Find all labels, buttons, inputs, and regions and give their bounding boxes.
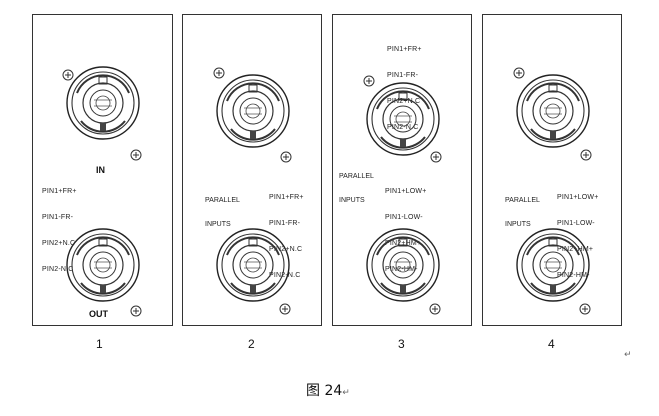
speakon-connector-bottom — [216, 228, 290, 302]
parallel-label-line: INPUTS — [505, 221, 531, 228]
pin-label: PIN1-FR- — [269, 219, 301, 227]
parallel-label-line: PARALLEL — [339, 173, 374, 180]
parallel-label-line: PARALLEL — [505, 197, 540, 204]
screw-icon — [429, 303, 441, 315]
return-mark: ↵ — [342, 388, 350, 398]
screw-icon — [130, 305, 142, 317]
parallel-inputs-label: PARALLEL INPUTS — [205, 181, 240, 245]
parallel-label-line: INPUTS — [205, 221, 231, 228]
pin-label: PIN1-LOW- — [557, 219, 595, 227]
panel-number: 3 — [398, 337, 405, 351]
screw-icon — [280, 151, 292, 163]
pin-label: PIN1-LOW- — [385, 213, 423, 221]
screw-icon — [213, 67, 225, 79]
screw-icon — [62, 69, 74, 81]
top-pin-labels: PIN1+FR+ PIN1-FR- PIN2+N.C PIN2-N.C — [387, 29, 422, 149]
pin-label: PIN1+LOW+ — [385, 188, 427, 196]
pin-label: PIN1+FR+ — [269, 194, 304, 202]
pin-label: PIN1-FR- — [42, 213, 74, 221]
return-mark: ↵ — [624, 350, 632, 360]
pin-label: PIN2-HM- — [557, 271, 590, 279]
screw-icon — [363, 75, 375, 87]
in-label: IN — [96, 165, 105, 175]
panel-number: 4 — [548, 337, 555, 351]
screw-icon — [580, 149, 592, 161]
pin-label: PIN2-N.C — [269, 271, 301, 279]
parallel-label-line: PARALLEL — [205, 197, 240, 204]
parallel-inputs-label: PARALLEL INPUTS — [505, 181, 540, 245]
screw-icon — [430, 151, 442, 163]
panel-3: PIN1+FR+ PIN1-FR- PIN2+N.C PIN2-N.C PARA… — [332, 14, 472, 326]
pin-label: PIN2+HM+ — [385, 239, 422, 247]
speakon-connector-top — [366, 82, 440, 156]
panel-4: PARALLEL INPUTS PIN1+LOW+ PIN1-LOW- PIN2… — [482, 14, 622, 326]
screw-icon — [579, 303, 591, 315]
speakon-connector-top — [216, 74, 290, 148]
parallel-inputs-label: PARALLEL INPUTS — [339, 157, 374, 221]
caption-text: 图 24 — [306, 383, 343, 399]
pin-labels: PIN1+FR+ PIN1-FR- PIN2+N.C PIN2-N.C — [42, 171, 77, 291]
speakon-connector-out — [66, 228, 140, 302]
pin-labels: PIN1+LOW+ PIN1-LOW- PIN2+HM+ PIN2-HM- — [385, 171, 426, 291]
speakon-connector-in — [66, 66, 140, 140]
pin-label: PIN1-FR- — [387, 71, 419, 79]
pin-label: PIN2-HM- — [385, 265, 418, 273]
screw-icon — [513, 67, 525, 79]
panel-2: PARALLEL INPUTS PIN1+FR+ PIN1-FR- PIN2+N… — [182, 14, 322, 326]
panel-1: IN PIN1+FR+ PIN1-FR- PIN2+N.C PIN2-N.C O… — [32, 14, 173, 326]
pin-label: PIN2+N.C — [387, 97, 421, 105]
speakon-connector-bottom — [366, 228, 440, 302]
parallel-label-line: INPUTS — [339, 197, 365, 204]
speakon-connector-top — [516, 74, 590, 148]
pin-label: PIN2+N.C — [42, 239, 76, 247]
panel-number: 1 — [96, 337, 103, 351]
figure-caption: 图 24↵ — [306, 380, 350, 400]
pin-label: PIN1+LOW+ — [557, 194, 599, 202]
pin-label: PIN2-N.C — [387, 123, 419, 131]
screw-icon — [279, 303, 291, 315]
pin-label: PIN1+FR+ — [42, 188, 77, 196]
panel-number: 2 — [248, 337, 255, 351]
speakon-connector-bottom — [516, 228, 590, 302]
screw-icon — [130, 149, 142, 161]
pin-label: PIN1+FR+ — [387, 46, 422, 54]
out-label: OUT — [89, 309, 108, 319]
pin-label: PIN2-N.C — [42, 265, 74, 273]
